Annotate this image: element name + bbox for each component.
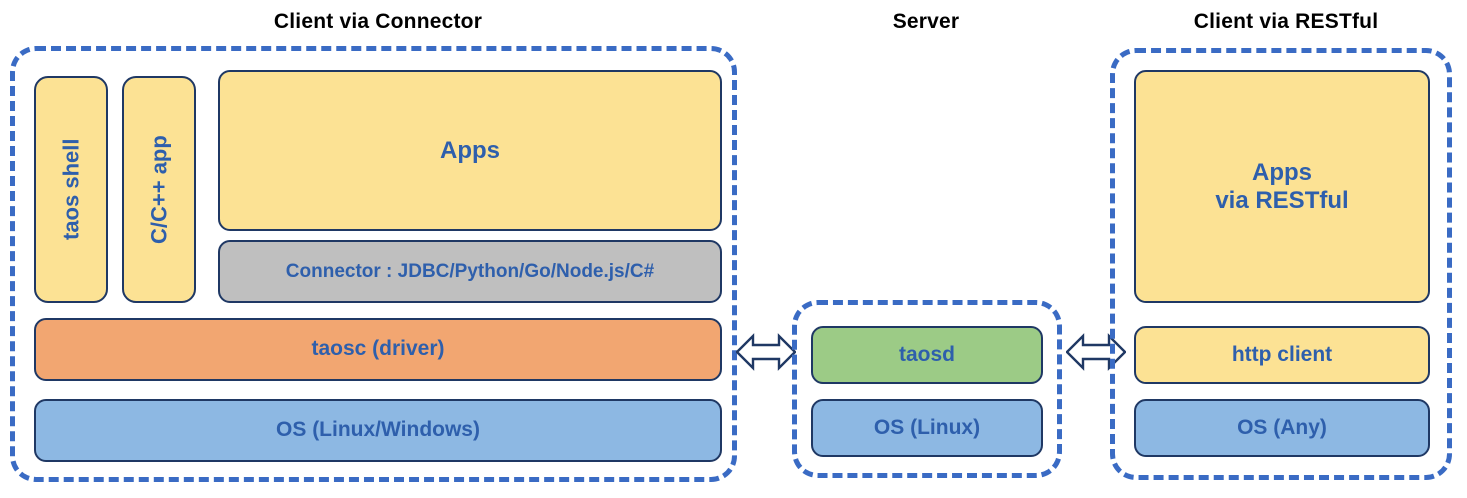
group-client-via-connector <box>10 46 737 482</box>
box-taosc-driver[interactable]: taosc (driver) <box>34 318 722 381</box>
box-os-linux-windows[interactable]: OS (Linux/Windows) <box>34 399 722 462</box>
box-os-linux[interactable]: OS (Linux) <box>811 399 1043 457</box>
apps-via-restful-line1: Apps <box>1252 158 1312 186</box>
box-connector[interactable]: Connector : JDBC/Python/Go/Node.js/C# <box>218 240 722 303</box>
box-http-client[interactable]: http client <box>1134 326 1430 384</box>
box-taosd[interactable]: taosd <box>811 326 1043 384</box>
caption-client-via-restful: Client via RESTful <box>1193 10 1379 33</box>
caption-server: Server <box>892 10 960 33</box>
group-server <box>792 300 1062 478</box>
box-apps[interactable]: Apps <box>218 70 722 231</box>
apps-via-restful-line2: via RESTful <box>1215 186 1349 214</box>
caption-client-via-connector: Client via Connector <box>273 10 483 33</box>
box-apps-via-restful[interactable]: Apps via RESTful <box>1134 70 1430 303</box>
box-taos-shell[interactable]: taos shell <box>34 76 108 303</box>
group-client-via-restful <box>1110 48 1452 480</box>
box-os-any[interactable]: OS (Any) <box>1134 399 1430 457</box>
double-headed-arrow-icon-left <box>736 330 796 374</box>
box-c-cpp-app[interactable]: C/C++ app <box>122 76 196 303</box>
